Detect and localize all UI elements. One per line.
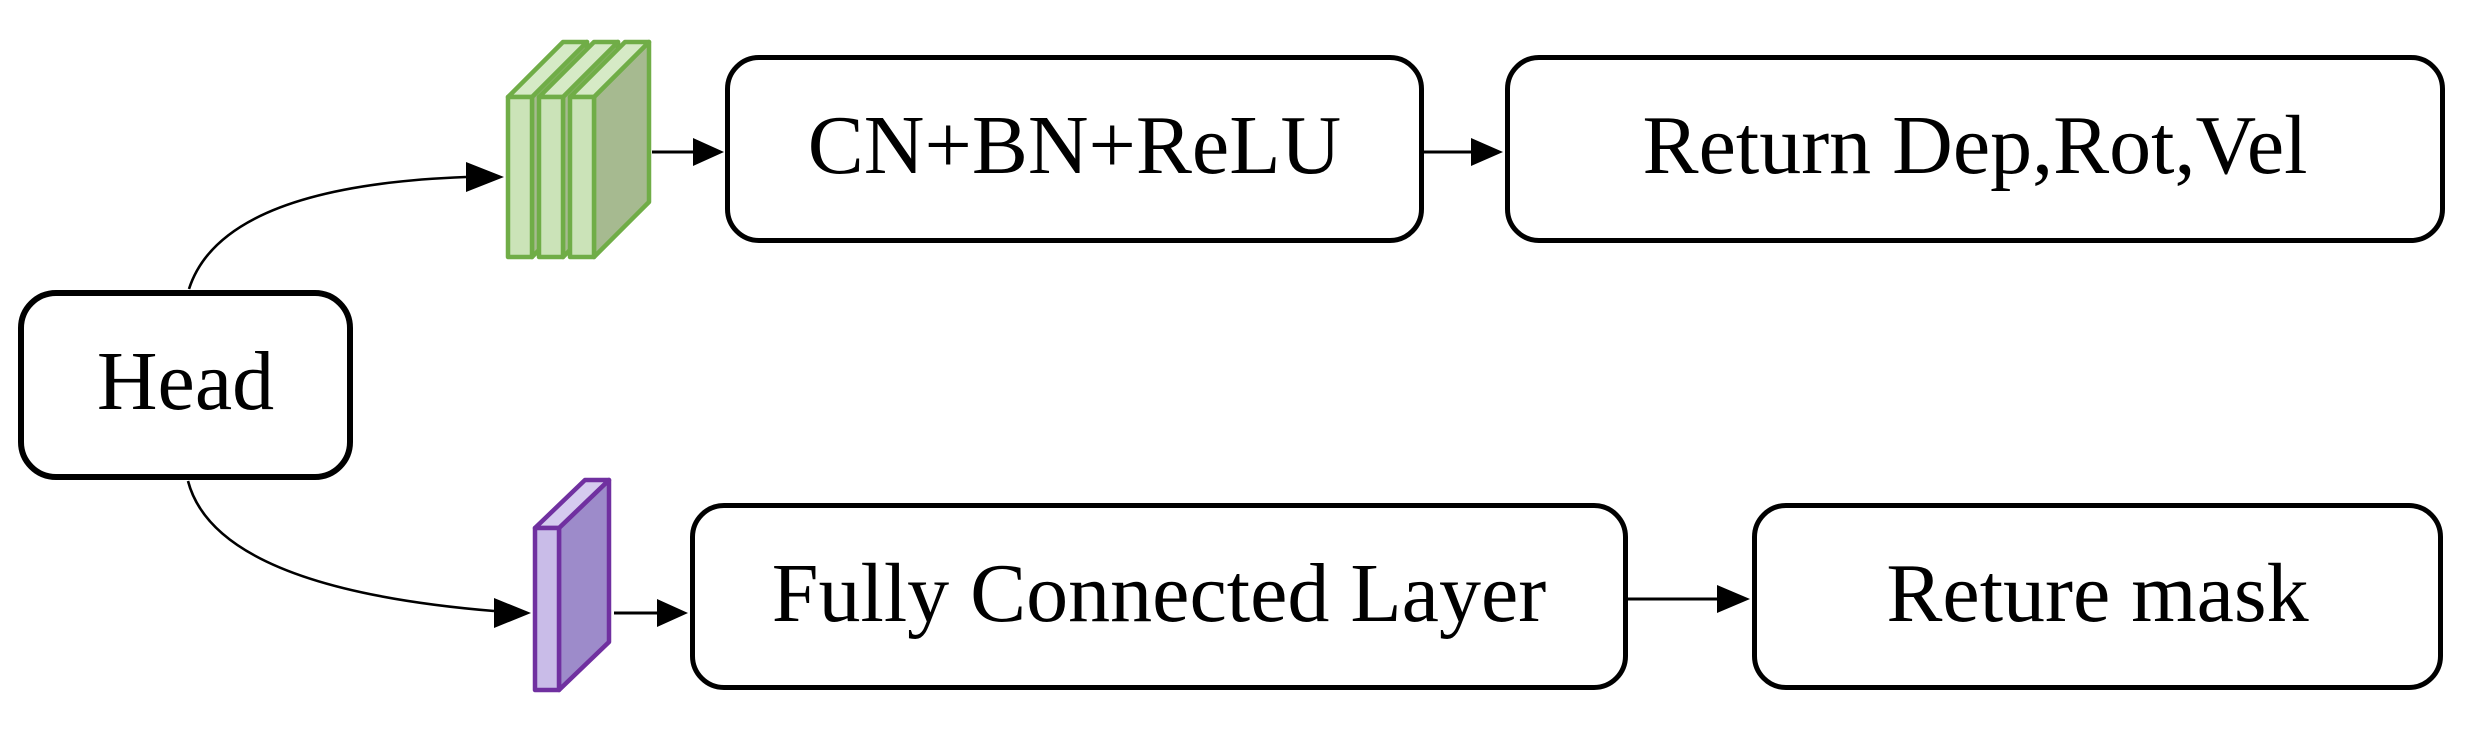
edge-fclayer-to-mask: [1628, 585, 1750, 613]
arrowhead-icon: [1471, 138, 1503, 166]
fc-layer-slab-icon: [532, 477, 612, 693]
edge-head-to-fc-curve: [186, 480, 531, 628]
node-return-dep-rot-vel: Return Dep,Rot,Vel: [1505, 55, 2445, 243]
arrowhead-icon: [466, 162, 504, 192]
arrowhead-icon: [657, 599, 688, 627]
node-fully-connected-layer-label: Fully Connected Layer: [771, 546, 1547, 640]
arrowhead-icon: [494, 598, 531, 628]
edge-fcslab-to-fclayer: [614, 599, 688, 627]
edge-head-to-conv-curve: [187, 162, 504, 290]
node-head-label: Head: [96, 335, 275, 428]
edge-cnbnrelu-to-return: [1424, 138, 1503, 166]
node-fully-connected-layer: Fully Connected Layer: [690, 503, 1628, 690]
node-reture-mask: Reture mask: [1752, 503, 2443, 690]
node-head: Head: [18, 290, 353, 480]
node-cn-bn-relu: CN+BN+ReLU: [725, 55, 1424, 243]
arrowhead-icon: [1717, 585, 1750, 613]
node-reture-mask-label: Reture mask: [1886, 546, 2309, 640]
arrowhead-icon: [693, 138, 724, 166]
edge-conv-to-cnbnrelu: [652, 138, 724, 166]
conv-layers-stack-icon: [505, 39, 652, 260]
node-return-dep-rot-vel-label: Return Dep,Rot,Vel: [1642, 99, 2308, 192]
node-cn-bn-relu-label: CN+BN+ReLU: [807, 99, 1342, 192]
